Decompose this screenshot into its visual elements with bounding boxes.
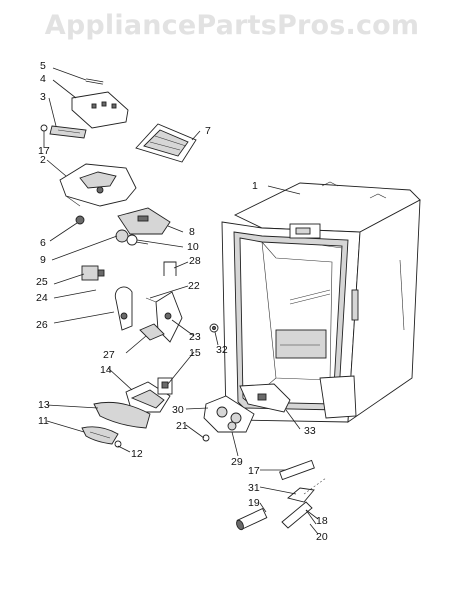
- callout-label: 23: [189, 331, 201, 343]
- callout-label: 8: [189, 226, 195, 238]
- callout-label: 6: [40, 237, 46, 249]
- part-20-duct: [305, 509, 317, 525]
- callout-label: 14: [100, 364, 112, 376]
- part-32-screw: [209, 323, 219, 333]
- callout-label: 1: [252, 180, 258, 192]
- part-31-sensor: [287, 477, 327, 503]
- callout-label: 13: [38, 399, 50, 411]
- callout-label: 7: [205, 125, 211, 137]
- part-3-strip: [49, 125, 87, 139]
- callout-label: 20: [316, 531, 328, 543]
- callout-label: 19: [248, 497, 260, 509]
- part-5-pin: [85, 78, 104, 85]
- callout-label: 29: [231, 456, 243, 468]
- callout-label: 26: [36, 319, 48, 331]
- part-26-arm: [114, 286, 133, 331]
- part-7-grille: [135, 123, 197, 163]
- part-4-bracket: [71, 91, 129, 129]
- callout-label: 2: [40, 154, 46, 166]
- callout-label: 33: [304, 425, 316, 437]
- refrigerator-liner: [221, 181, 421, 423]
- callout-label: 25: [36, 276, 48, 288]
- callout-label: 10: [187, 241, 199, 253]
- part-13-cover: [93, 401, 151, 429]
- part-2-housing: [59, 163, 137, 207]
- callout-label: 17: [38, 145, 50, 157]
- callout-label: 28: [189, 255, 201, 267]
- part-12-screw: [114, 440, 122, 448]
- part-6-nut: [75, 215, 85, 225]
- part-28-bracket: [163, 261, 177, 276]
- callout-label: 31: [248, 482, 260, 494]
- callout-label: 32: [216, 344, 228, 356]
- callout-label: 15: [189, 347, 201, 359]
- callout-labels: 1 2 3 4 5 6 7 8 9 10 11 12 13 14 15 17 1…: [36, 60, 328, 543]
- part-18-duct: [281, 501, 313, 529]
- callout-label: 18: [316, 515, 328, 527]
- callout-label: 17: [248, 465, 260, 477]
- callout-label: 3: [40, 91, 46, 103]
- part-8-lever: [117, 207, 171, 235]
- part-33-hinge: [239, 383, 291, 413]
- callout-label: 12: [131, 448, 143, 460]
- callout-label: 30: [172, 404, 184, 416]
- callout-label: 27: [103, 349, 115, 361]
- part-17-heater: [279, 459, 315, 481]
- part-9-valve: [115, 229, 149, 246]
- part-17-screw: [40, 124, 48, 132]
- part-29-bracket: [203, 395, 255, 433]
- leader-lines: [43, 67, 319, 535]
- part-11-pad: [81, 426, 119, 445]
- callout-label: 4: [40, 73, 46, 85]
- callout-label: 9: [40, 254, 46, 266]
- watermark-text: AppliancePartsPros.com: [44, 10, 420, 41]
- part-21-screw: [202, 434, 210, 442]
- part-15-switch: [157, 377, 173, 395]
- callout-label: 22: [188, 280, 200, 292]
- callout-label: 21: [176, 420, 188, 432]
- part-25-clip: [81, 265, 105, 281]
- part-23-hinge: [145, 291, 183, 343]
- callout-label: 5: [40, 60, 46, 72]
- callout-label: 24: [36, 292, 48, 304]
- part-19-cylinder: [236, 507, 268, 531]
- callout-label: 11: [38, 415, 49, 427]
